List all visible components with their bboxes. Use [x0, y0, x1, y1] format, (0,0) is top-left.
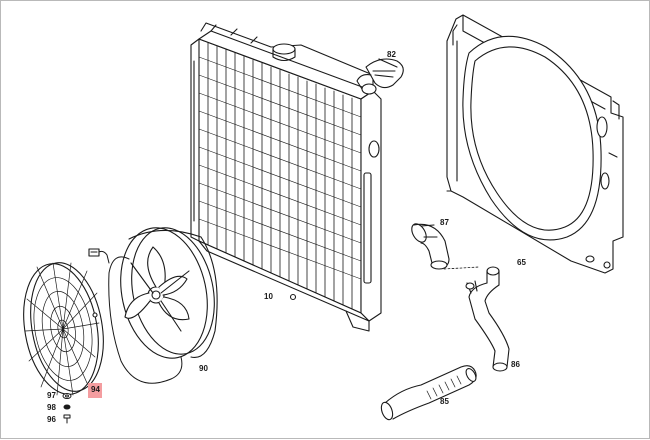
part-label-10: 10 [264, 292, 273, 301]
washer-97-shape [62, 393, 72, 399]
part-label-90: 90 [199, 364, 208, 373]
part-label-94: 94 [88, 383, 102, 398]
link-line [443, 266, 480, 270]
return-pipe-drawing [465, 266, 510, 372]
part-label-82: 82 [387, 50, 396, 59]
part-label-97: 97 [47, 391, 56, 400]
lower-hose-drawing [380, 365, 477, 421]
part-label-86: 86 [511, 360, 520, 369]
fan-shroud-drawing [446, 14, 624, 274]
hardware-drawing [62, 393, 72, 424]
part-label-96: 96 [47, 415, 56, 424]
fitting-82-drawing [356, 58, 404, 95]
upper-hose-drawing [411, 223, 450, 270]
part-label-65: 65 [517, 258, 526, 267]
fan-guard-drawing [23, 262, 104, 396]
part-label-87: 87 [440, 218, 449, 227]
part-label-85: 85 [440, 397, 449, 406]
washer-98-shape [63, 404, 71, 410]
screw-96-shape [63, 414, 71, 419]
part-label-98: 98 [47, 403, 56, 412]
radiator-drawing [190, 22, 382, 332]
electric-fan-drawing [88, 227, 218, 384]
